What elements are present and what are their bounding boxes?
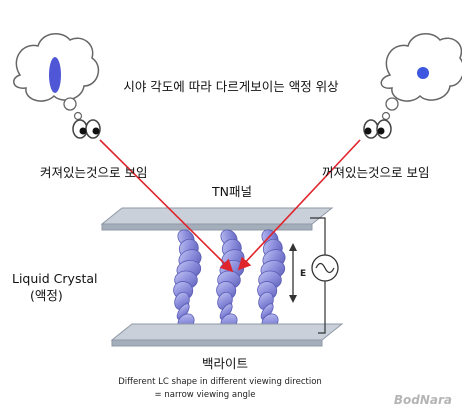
viewing-ray-right: [237, 139, 361, 271]
electric-field-arrow: E: [289, 243, 306, 303]
diagram-title: 시야 각도에 따라 다르게보이는 액정 위상: [123, 79, 339, 94]
lc-dot-icon: [417, 67, 429, 79]
lc-column: [216, 229, 245, 331]
caption-line2: = narrow viewing angle: [155, 390, 256, 400]
right-view-label: 꺼져있는것으로 보임: [322, 165, 429, 180]
ac-circuit: [310, 217, 339, 334]
left-view-label: 켜져있는것으로 보임: [40, 165, 147, 180]
lc-column: [257, 229, 286, 331]
eyes-left-icon: [72, 119, 101, 139]
thought-bubble-right: [380, 33, 462, 121]
caption-line1: Different LC shape in different viewing …: [118, 377, 322, 387]
backlight-label: 백라이트: [202, 356, 248, 371]
panel-label: TN패널: [211, 184, 252, 199]
field-label: E: [300, 269, 306, 279]
bottom-glass-plate: [110, 323, 344, 347]
lc-ellipse-icon: [49, 57, 61, 93]
thought-bubble-left: [13, 33, 100, 121]
lc-label-line2: (액정): [30, 288, 63, 303]
viewing-ray-left: [99, 139, 234, 273]
lc-column: [173, 229, 202, 331]
top-glass-plate: [100, 207, 334, 231]
watermark: BodNara: [394, 393, 452, 407]
lc-label-line1: Liquid Crystal: [12, 271, 98, 286]
eyes-right-icon: [363, 119, 392, 139]
liquid-crystal-columns: [173, 229, 286, 331]
